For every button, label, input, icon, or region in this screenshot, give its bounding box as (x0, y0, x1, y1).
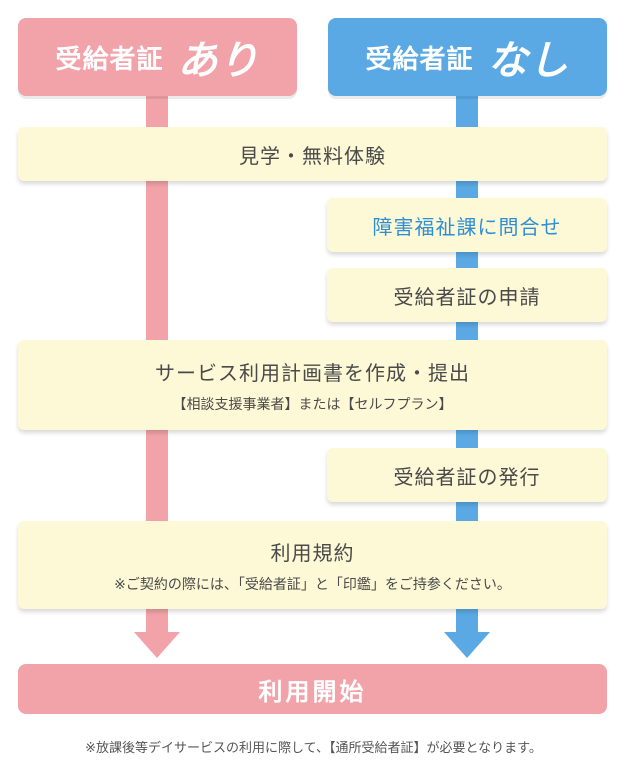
step-plan-title: サービス利用計画書を作成・提出 (155, 360, 470, 385)
step-apply-label: 受給者証の申請 (393, 284, 541, 309)
step-apply: 受給者証の申請 (327, 268, 607, 322)
header-with-certificate: 受給者証 あり (18, 18, 297, 96)
header-label: 受給者証 (365, 44, 474, 75)
footnote: ※放課後等デイサービスの利用に際して、【通所受給者証】が必要となります。 (85, 741, 542, 756)
header-status: あり (177, 38, 260, 84)
step-issue-label: 受給者証の発行 (393, 464, 541, 489)
step-inquiry-label: 障害福祉課に問合せ (372, 214, 562, 239)
step-inquiry: 障害福祉課に問合せ (327, 198, 607, 252)
step-terms-note: ※ご契約の際には、「受給者証」と「印鑑」をご持参ください。 (114, 576, 511, 593)
arrow-down-icon (134, 632, 180, 658)
step-terms: 利用規約 ※ご契約の際には、「受給者証」と「印鑑」をご持参ください。 (18, 521, 607, 609)
step-plan: サービス利用計画書を作成・提出 【相談支援事業者】または【セルフプラン】 (18, 340, 607, 430)
step-visit-label: 見学・無料体験 (239, 143, 386, 168)
step-visit: 見学・無料体験 (18, 127, 607, 181)
arrow-down-icon (444, 632, 490, 658)
step-issue: 受給者証の発行 (327, 448, 607, 502)
step-terms-title: 利用規約 (270, 540, 355, 565)
header-label: 受給者証 (55, 44, 164, 75)
header-status: なし (487, 38, 570, 84)
start-banner: 利用開始 (18, 664, 607, 714)
header-without-certificate: 受給者証 なし (328, 18, 607, 96)
step-plan-note: 【相談支援事業者】または【セルフプラン】 (172, 396, 453, 413)
